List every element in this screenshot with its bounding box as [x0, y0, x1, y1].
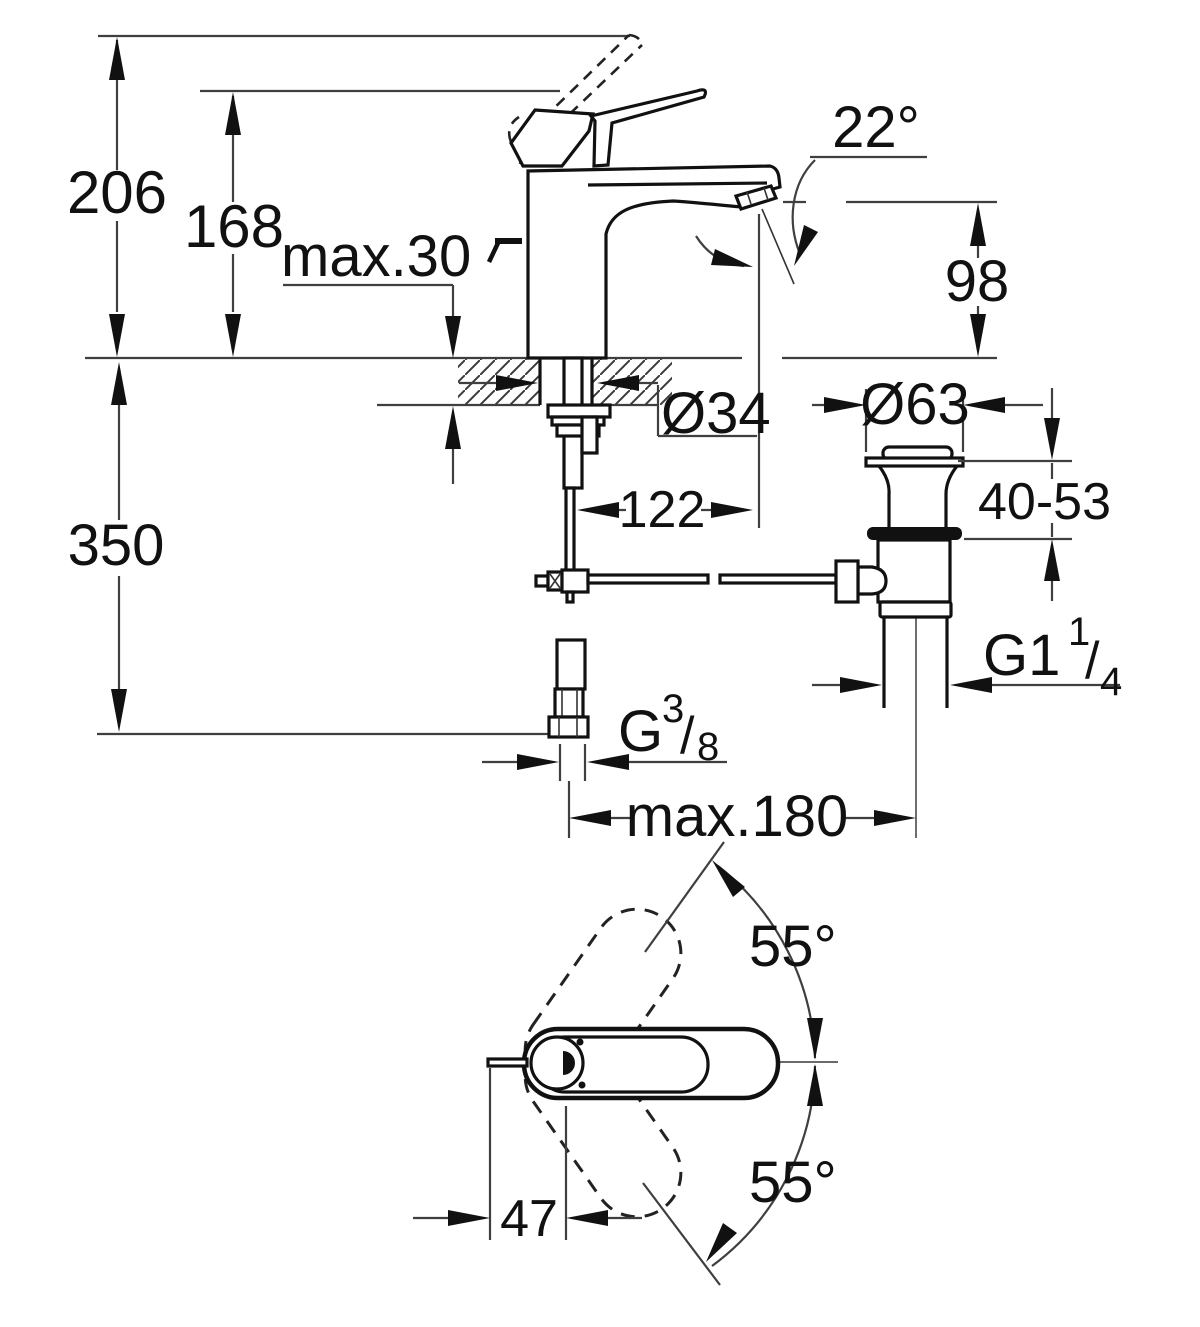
dim-rod-to-drain-label: max.180 — [626, 784, 848, 849]
water-stream-line — [761, 208, 795, 285]
faucet-body — [486, 164, 795, 360]
pop-up-rod-knob — [486, 238, 522, 263]
dim-drain-clamp-range-label: 40-53 — [978, 473, 1111, 531]
dim-spout-height-label: 168 — [184, 193, 284, 260]
aerator — [733, 184, 779, 211]
pop-up-rod-linkage — [534, 486, 838, 604]
dim-outlet-height-label: 98 — [945, 249, 1010, 314]
drain-o-ring — [867, 527, 962, 540]
supply-thread-label: G 3 / 8 — [618, 687, 719, 769]
faucet-handle — [509, 88, 708, 168]
dim-total-height-label: 206 — [67, 159, 167, 226]
mounting-hardware — [546, 356, 612, 490]
svg-text:/: / — [1085, 632, 1100, 690]
dim-swing-lower-label: 55° — [749, 1150, 837, 1215]
pull-rod-top-view — [486, 1057, 529, 1068]
dim-swing-upper-label: 55° — [749, 914, 837, 979]
drain-knob — [834, 559, 860, 604]
svg-text:8: 8 — [697, 725, 719, 769]
handle-top-view — [486, 1026, 781, 1101]
dim-spout-angle-label: 22° — [832, 95, 920, 160]
svg-text:G1: G1 — [983, 623, 1060, 688]
handle-indicator-mark — [563, 1051, 575, 1075]
dim-deck-thickness-label: max.30 — [281, 224, 471, 289]
top-view-drawing: 55° 55° 47 — [413, 841, 838, 1286]
spout-angle-arc — [791, 159, 816, 255]
dim-pivot-offset-label: 47 — [500, 1190, 558, 1248]
dim-shank-diameter-label: Ø34 — [661, 381, 771, 446]
svg-text:1: 1 — [1068, 610, 1090, 654]
svg-text:3: 3 — [662, 687, 684, 731]
drain-thread-label: G1 1 / 4 — [983, 610, 1122, 704]
dim-spout-reach-label: 122 — [619, 481, 706, 539]
svg-text:/: / — [680, 707, 695, 765]
side-view-drawing: 206 168 max.30 22° 98 Ø34 Ø63 122 40-53 … — [67, 33, 1122, 849]
dim-mounting-depth-label: 350 — [68, 513, 165, 578]
svg-text:G: G — [618, 699, 663, 764]
dimension-annotations — [109, 37, 1120, 838]
supply-hose — [547, 638, 590, 739]
swing-angle-annotations — [413, 841, 823, 1286]
dim-drain-flange-diameter-label: Ø63 — [860, 372, 970, 437]
svg-text:4: 4 — [1100, 660, 1122, 704]
drain-valve — [834, 445, 965, 838]
